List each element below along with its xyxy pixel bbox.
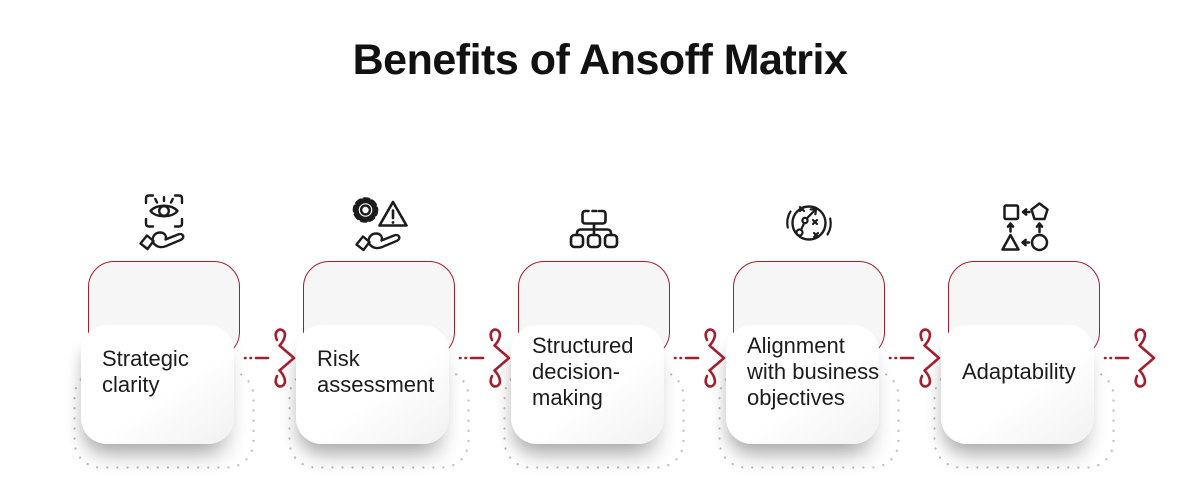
page-title: Benefits of Ansoff Matrix bbox=[352, 36, 848, 84]
card-surface bbox=[726, 325, 879, 444]
benefit-card: Risk assessment bbox=[288, 261, 511, 469]
benefit-item-risk-assessment: Risk assessment bbox=[288, 182, 511, 469]
benefit-item-strategic-clarity: Strategic clarity bbox=[73, 182, 296, 469]
eye-scan-hand-icon bbox=[139, 194, 185, 251]
benefit-item-adaptability: Adaptability bbox=[933, 182, 1156, 469]
benefit-label: Strategic clarity bbox=[102, 346, 189, 397]
strategy-plan-icon bbox=[786, 205, 832, 241]
curly-chevron-arrow-icon bbox=[1103, 328, 1156, 388]
benefit-card: Structured decision-making bbox=[503, 261, 726, 469]
benefit-item-structured-decision-making: Structured decision-making bbox=[503, 182, 726, 469]
curly-chevron-arrow-icon bbox=[458, 328, 511, 388]
benefit-label: Adaptability bbox=[962, 359, 1076, 384]
curly-chevron-arrow-icon bbox=[673, 328, 726, 388]
benefit-item-alignment-objectives: Alignment with business objectives bbox=[718, 182, 941, 469]
benefit-label: Risk assessment bbox=[317, 346, 435, 397]
card-surface bbox=[511, 325, 664, 444]
benefit-card: Strategic clarity bbox=[73, 261, 296, 469]
card-surface bbox=[81, 325, 234, 444]
benefits-row: Strategic clarity bbox=[73, 182, 1163, 469]
benefit-label: Structured decision-making bbox=[532, 333, 634, 410]
hierarchy-icon bbox=[569, 209, 619, 249]
curly-chevron-arrow-icon bbox=[243, 328, 296, 388]
benefit-card: Alignment with business objectives bbox=[718, 261, 941, 469]
curly-chevron-arrow-icon bbox=[888, 328, 941, 388]
card-surface bbox=[296, 325, 449, 444]
benefit-card: Adaptability bbox=[933, 261, 1156, 469]
benefit-label: Alignment with business objectives bbox=[747, 333, 880, 410]
infographic-canvas: Benefits of Ansoff Matrix bbox=[0, 36, 1200, 497]
shapes-cycle-icon bbox=[1001, 202, 1049, 252]
card-surface bbox=[941, 325, 1094, 444]
gear-warning-hand-icon bbox=[352, 197, 408, 252]
